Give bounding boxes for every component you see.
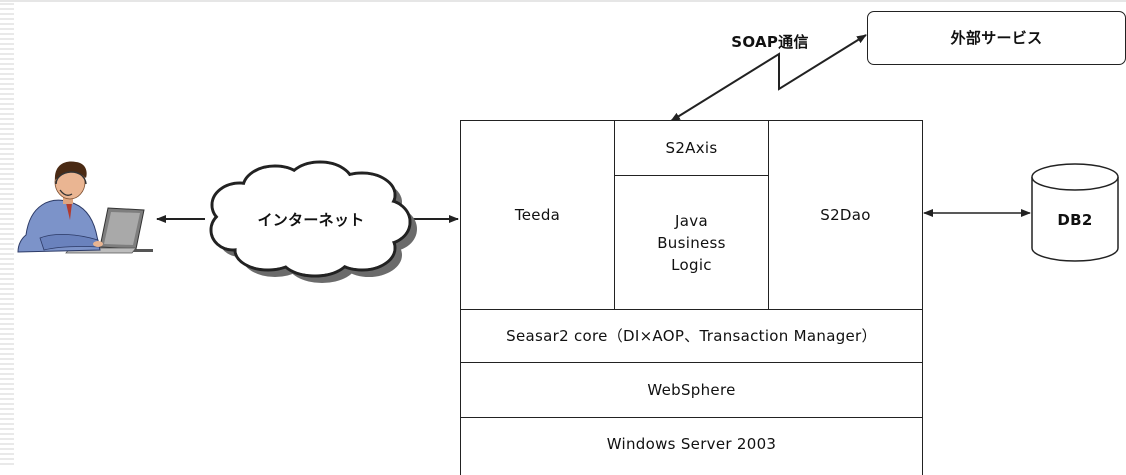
external-service-label: 外部サービス [950, 29, 1043, 47]
windows-server-box: Windows Server 2003 [460, 417, 923, 475]
business-logic-line-2: Business [657, 233, 726, 252]
database-cylinder-icon [1031, 163, 1119, 262]
top-rule [0, 0, 1126, 2]
business-logic-line-1: Java [675, 211, 708, 230]
business-logic-line-3: Logic [671, 255, 712, 274]
s2axis-label: S2Axis [665, 139, 718, 157]
s2axis-box: S2Axis [614, 120, 769, 176]
windows-server-label: Windows Server 2003 [606, 435, 777, 453]
business-logic-box: Java Business Logic [614, 175, 769, 310]
websphere-box: WebSphere [460, 362, 923, 418]
seasar2-core-box: Seasar2 core（DI×AOP、Transaction Manager） [460, 309, 923, 363]
soap-label: SOAP通信 [731, 33, 809, 51]
external-service-box: 外部サービス [867, 11, 1126, 65]
teeda-box: Teeda [460, 120, 615, 310]
websphere-label: WebSphere [647, 381, 736, 399]
teeda-label: Teeda [514, 206, 561, 224]
business-logic-label: Java Business Logic [615, 176, 768, 309]
db-label: DB2 [1057, 211, 1093, 229]
seasar2-core-label: Seasar2 core（DI×AOP、Transaction Manager） [506, 327, 877, 345]
s2dao-label: S2Dao [820, 206, 871, 224]
s2dao-box: S2Dao [768, 120, 923, 310]
person-at-laptop-icon [17, 161, 153, 254]
internet-label: インターネット [257, 211, 365, 229]
slide-edge-decoration [0, 0, 14, 468]
soap-lightning-arrow [670, 34, 867, 122]
